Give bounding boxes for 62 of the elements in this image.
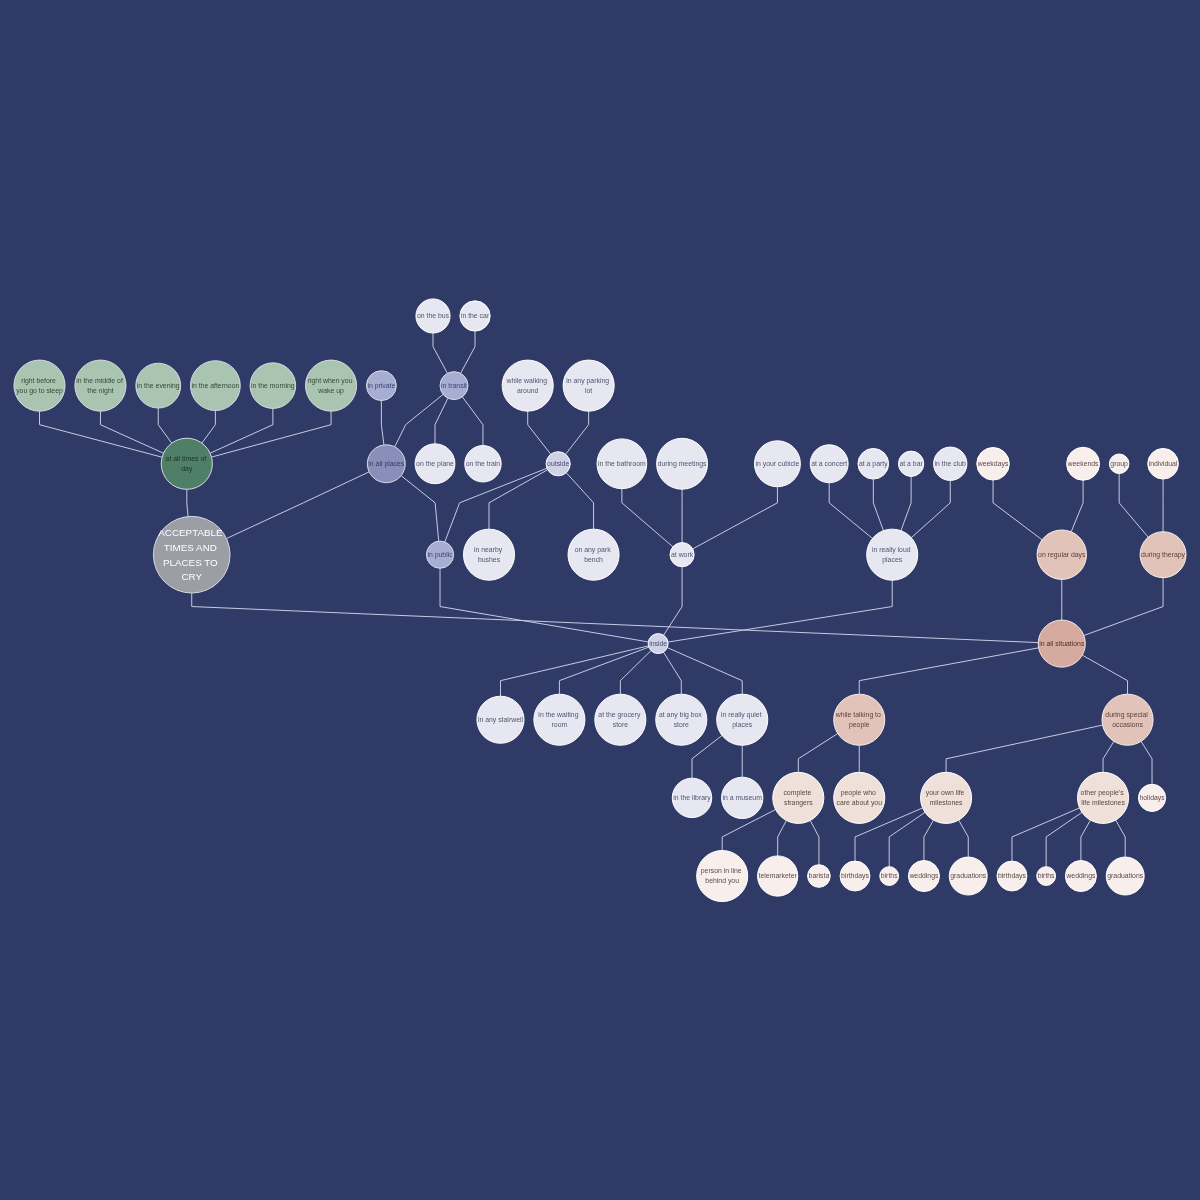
connector — [888, 811, 926, 867]
connector — [380, 399, 385, 446]
connector — [809, 819, 820, 865]
connector — [1045, 811, 1083, 867]
connector — [777, 819, 787, 857]
connector — [461, 396, 484, 446]
connector — [434, 397, 449, 445]
connector — [681, 488, 683, 543]
connector — [945, 724, 1104, 773]
connector — [621, 487, 674, 548]
connector — [565, 410, 590, 455]
connector — [958, 819, 969, 858]
connector — [191, 592, 1039, 643]
connector — [488, 468, 549, 530]
connector — [1115, 819, 1126, 858]
connector — [39, 410, 163, 458]
connector — [157, 407, 173, 444]
connector — [1080, 819, 1091, 861]
connector — [900, 475, 912, 531]
connector — [1083, 576, 1164, 636]
connector — [209, 407, 274, 454]
connector — [432, 332, 448, 374]
connector — [858, 647, 1040, 695]
connector — [186, 488, 189, 517]
connector — [923, 819, 934, 861]
connector — [858, 744, 860, 773]
connector — [1070, 479, 1084, 533]
connector — [667, 579, 893, 643]
connector — [1011, 807, 1081, 862]
connector — [394, 393, 444, 447]
connector — [662, 651, 682, 695]
connector — [619, 649, 652, 695]
connector — [444, 467, 548, 543]
connector — [854, 807, 924, 862]
connector — [1140, 740, 1153, 785]
connector — [741, 744, 743, 778]
connector — [663, 566, 683, 636]
connector — [1162, 478, 1164, 532]
connector — [565, 471, 595, 530]
connector — [500, 645, 649, 697]
connector — [201, 409, 216, 444]
connector — [666, 646, 743, 695]
connector — [1081, 654, 1129, 695]
connector — [400, 474, 440, 542]
connector — [910, 479, 951, 538]
connector — [527, 410, 552, 455]
connector — [439, 567, 649, 643]
connector — [558, 646, 650, 695]
connector — [99, 410, 164, 454]
connector — [797, 732, 839, 773]
connector — [691, 734, 723, 779]
connector — [1102, 740, 1115, 773]
connector — [211, 410, 332, 458]
connector — [226, 471, 370, 539]
connector — [872, 478, 884, 531]
connector — [1061, 578, 1063, 621]
connector — [828, 481, 873, 539]
connector — [721, 808, 777, 851]
connector — [992, 479, 1043, 541]
connector — [692, 486, 778, 550]
connector — [1118, 472, 1149, 538]
connector — [460, 330, 476, 374]
